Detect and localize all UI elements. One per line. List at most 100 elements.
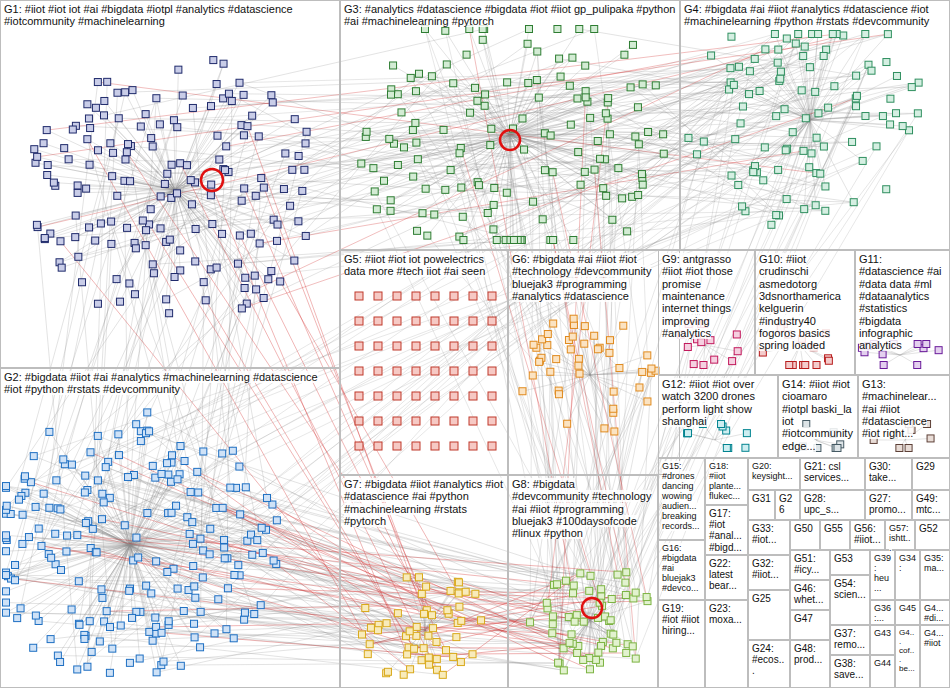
vertex-icon bbox=[61, 145, 68, 152]
vertex-icon bbox=[611, 428, 618, 435]
vertex-icon bbox=[3, 572, 10, 579]
network-edge bbox=[510, 52, 537, 135]
vertex-icon bbox=[234, 260, 241, 267]
vertex-icon bbox=[17, 605, 24, 612]
vertex-icon bbox=[69, 126, 76, 133]
vertex-icon bbox=[394, 91, 401, 98]
network-edge bbox=[78, 132, 648, 257]
vertex-icon bbox=[586, 587, 593, 594]
vertex-icon bbox=[469, 317, 477, 325]
network-edge bbox=[444, 130, 577, 615]
vertex-icon bbox=[571, 618, 578, 625]
vertex-icon bbox=[619, 195, 626, 202]
network-edge bbox=[370, 591, 590, 644]
vertex-icon bbox=[467, 109, 474, 116]
vertex-icon bbox=[256, 240, 263, 247]
vertex-icon bbox=[504, 79, 511, 86]
network-edge bbox=[138, 557, 578, 646]
vertex-icon bbox=[303, 128, 310, 135]
vertex-icon bbox=[393, 342, 401, 350]
vertex-icon bbox=[274, 221, 281, 228]
vertex-icon bbox=[873, 143, 880, 150]
vertex-icon bbox=[562, 577, 569, 584]
vertex-icon bbox=[99, 490, 106, 497]
network-edge bbox=[162, 633, 454, 657]
vertex-icon bbox=[269, 501, 276, 508]
vertex-icon bbox=[74, 532, 81, 539]
network-edge bbox=[636, 65, 869, 659]
vertex-icon bbox=[168, 509, 175, 516]
vertex-icon bbox=[914, 341, 921, 348]
vertex-icon bbox=[12, 561, 19, 568]
vertex-icon bbox=[374, 392, 382, 400]
vertex-icon bbox=[820, 143, 827, 150]
vertex-icon bbox=[503, 189, 510, 196]
vertex-icon bbox=[21, 473, 28, 480]
vertex-icon bbox=[739, 203, 746, 210]
vertex-icon bbox=[213, 81, 220, 88]
vertex-icon bbox=[291, 257, 298, 264]
vertex-icon bbox=[236, 232, 243, 239]
network-edge bbox=[574, 319, 627, 653]
vertex-icon bbox=[442, 27, 449, 34]
network-edge bbox=[414, 622, 530, 648]
network-edge bbox=[104, 34, 812, 621]
vertex-icon bbox=[381, 177, 388, 184]
vertex-icon bbox=[742, 444, 749, 451]
vertex-icon bbox=[428, 73, 435, 80]
vertex-icon bbox=[460, 237, 467, 244]
vertex-icon bbox=[587, 572, 594, 579]
vertex-icon bbox=[880, 362, 887, 369]
vertex-icon bbox=[387, 207, 394, 214]
vertex-icon bbox=[82, 472, 89, 479]
vertex-icon bbox=[802, 115, 809, 122]
vertex-icon bbox=[135, 554, 142, 561]
vertex-icon bbox=[147, 206, 154, 213]
vertex-icon bbox=[488, 125, 495, 132]
network-edge bbox=[370, 606, 602, 644]
vertex-icon bbox=[168, 452, 175, 459]
vertex-icon bbox=[458, 184, 465, 191]
vertex-icon bbox=[685, 134, 692, 141]
vertex-icon bbox=[170, 117, 177, 124]
vertex-icon bbox=[177, 662, 184, 669]
network-edge bbox=[49, 432, 130, 545]
network-edge bbox=[98, 82, 820, 174]
network-edge bbox=[602, 146, 876, 606]
network-edge bbox=[459, 71, 871, 237]
vertex-icon bbox=[363, 128, 370, 135]
vertex-icon bbox=[108, 240, 115, 247]
vertex-icon bbox=[160, 658, 167, 665]
vertex-icon bbox=[469, 392, 477, 400]
network-edge bbox=[407, 653, 626, 654]
vertex-icon bbox=[87, 125, 94, 132]
vertex-icon bbox=[242, 484, 249, 491]
network-edge bbox=[6, 98, 156, 572]
vertex-icon bbox=[219, 504, 226, 511]
network-edge bbox=[260, 139, 736, 243]
vertex-icon bbox=[453, 634, 460, 641]
vertex-icon bbox=[224, 585, 231, 592]
vertex-icon bbox=[89, 525, 96, 532]
vertex-icon bbox=[431, 417, 439, 425]
vertex-icon bbox=[698, 339, 705, 346]
vertex-icon bbox=[191, 634, 198, 641]
vertex-icon bbox=[760, 177, 767, 184]
vertex-icon bbox=[241, 609, 248, 616]
network-edge bbox=[584, 113, 918, 621]
vertex-icon bbox=[684, 430, 691, 437]
vertex-icon bbox=[74, 666, 81, 673]
vertex-icon bbox=[808, 150, 815, 157]
vertex-icon bbox=[581, 340, 588, 347]
vertex-icon bbox=[301, 166, 308, 173]
vertex-icon bbox=[620, 322, 627, 329]
vertex-icon bbox=[862, 31, 869, 38]
vertex-icon bbox=[30, 644, 37, 651]
vertex-icon bbox=[893, 110, 900, 117]
vertex-icon bbox=[632, 655, 639, 662]
vertex-icon bbox=[238, 197, 245, 204]
network-edge bbox=[290, 50, 778, 206]
vertex-icon bbox=[236, 463, 243, 470]
vertex-icon bbox=[231, 571, 238, 578]
vertex-icon bbox=[68, 606, 75, 613]
